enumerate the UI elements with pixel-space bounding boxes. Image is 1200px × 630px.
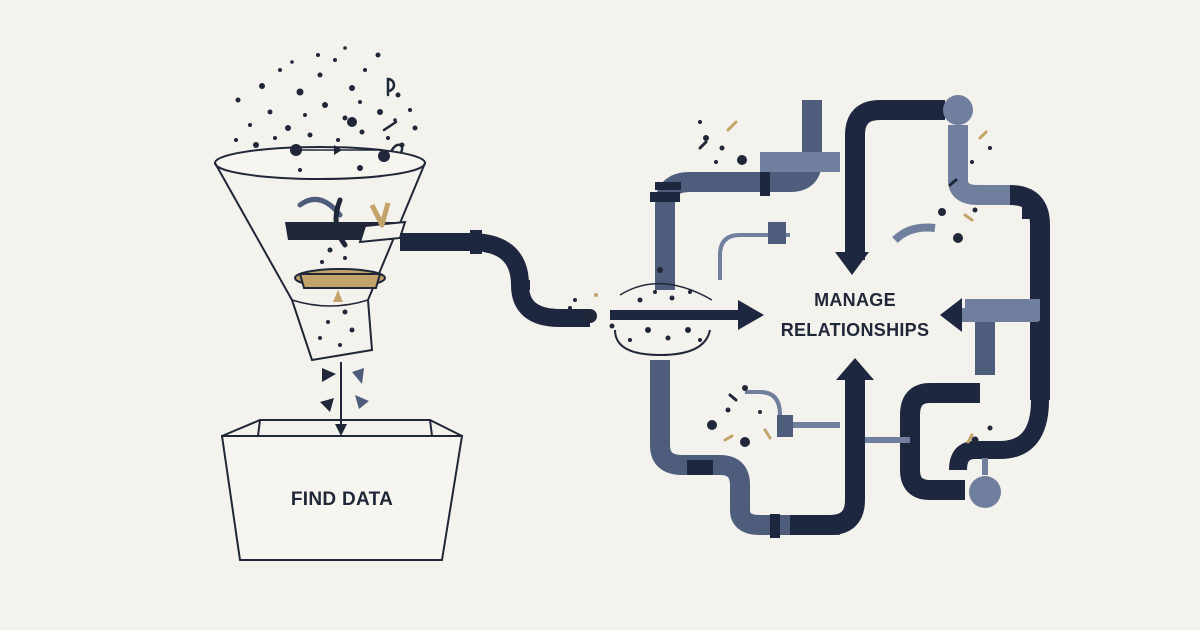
pipe-particles (698, 120, 993, 447)
find-data-label: FIND DATA (291, 489, 393, 510)
arrow-from-top (835, 252, 869, 275)
particle-cloud (234, 46, 418, 148)
falling-fragments (320, 368, 369, 412)
connector-particles (568, 293, 615, 329)
down-arrow (335, 362, 347, 436)
funnel (214, 144, 426, 362)
pipe-network (650, 95, 1050, 538)
find-data-box (220, 419, 464, 561)
manage-label-line2: RELATIONSHIPS (781, 320, 930, 340)
floating-symbols (382, 77, 404, 156)
arrow-from-bottom (836, 358, 874, 380)
gold-flecks (723, 120, 988, 444)
funnel-filter-discs (285, 196, 407, 347)
connector-pipe (400, 230, 590, 327)
arrow-from-right (940, 298, 1038, 332)
dark-flecks (698, 140, 958, 402)
sieve-container (614, 267, 713, 357)
manage-label-line1: MANAGE (814, 290, 896, 310)
arrow-from-left (610, 300, 764, 330)
